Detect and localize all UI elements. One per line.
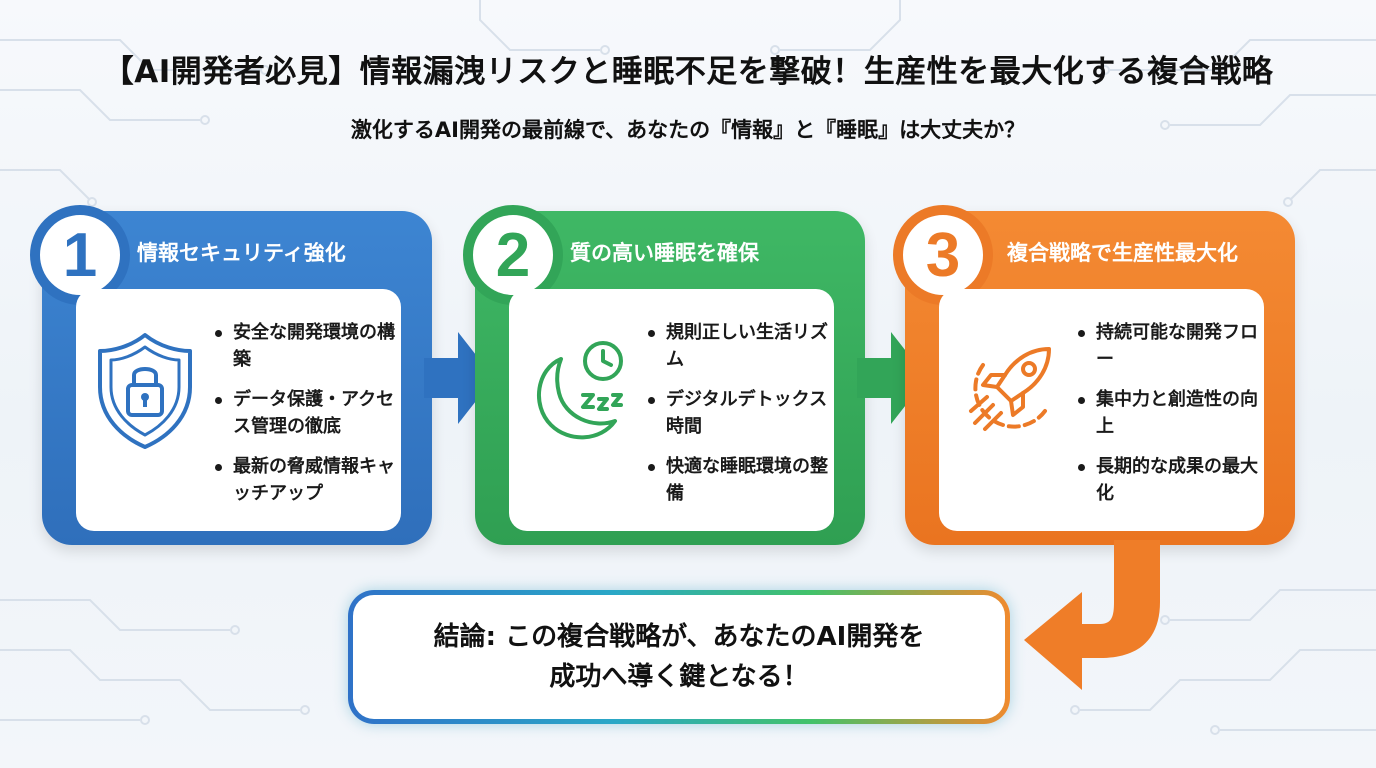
step-title: 質の高い睡眠を確保 xyxy=(570,241,759,265)
step-panel: 安全な開発環境の構築 データ保護・アクセス管理の徹底 最新の脅威情報キャッチアッ… xyxy=(76,289,401,531)
page-subtitle: 激化するAI開発の最前線で、あなたの『情報』と『睡眠』は大丈夫か？ xyxy=(350,118,1026,142)
conclusion-line-1: 結論: この複合戦略が、あなたのAI開発を xyxy=(433,622,925,652)
step-bullet-list: 規則正しい生活リズム デジタルデトックス時間 快適な睡眠環境の整備 xyxy=(644,319,834,520)
step-title: 複合戦略で生産性最大化 xyxy=(1007,241,1238,265)
rocket-gear-icon xyxy=(969,347,1051,431)
page-title: 【AI開発者必見】情報漏洩リスクと睡眠不足を撃破！生産性を最大化する複合戦略 xyxy=(102,54,1274,90)
list-item: 長期的な成果の最大化 xyxy=(1074,453,1264,507)
list-item: 快適な睡眠環境の整備 xyxy=(644,453,834,507)
list-item: デジタルデトックス時間 xyxy=(644,386,834,440)
list-item: 規則正しい生活リズム xyxy=(644,319,834,373)
moon-clock-zzz-icon xyxy=(536,341,623,440)
step-panel: 持続可能な開発フロー 集中力と創造性の向上 長期的な成果の最大化 xyxy=(939,289,1264,531)
list-item: 安全な開発環境の構築 xyxy=(211,319,401,373)
arrow-right-icon xyxy=(857,332,927,424)
list-item: 持続可能な開発フロー xyxy=(1074,319,1264,373)
step-number-badge: 2 xyxy=(463,205,563,305)
arrow-right-icon xyxy=(424,332,494,424)
step-bullet-list: 安全な開発環境の構築 データ保護・アクセス管理の徹底 最新の脅威情報キャッチアッ… xyxy=(211,319,401,520)
conclusion-box: 結論: この複合戦略が、あなたのAI開発を 成功へ導く鍵となる！ xyxy=(348,590,1010,724)
step-title: 情報セキュリティ強化 xyxy=(137,241,346,265)
step-card-productivity: 3 複合戦略で生産性最大化 持続可能な開発フロー 集中力と創造性の向上 長期的な… xyxy=(893,205,1295,545)
conclusion-line-2: 成功へ導く鍵となる！ xyxy=(549,662,809,692)
list-item: データ保護・アクセス管理の徹底 xyxy=(211,386,401,440)
list-item: 集中力と創造性の向上 xyxy=(1074,386,1264,440)
shield-lock-icon xyxy=(98,333,192,449)
curved-arrow-icon xyxy=(1024,540,1160,690)
step-bullet-list: 持続可能な開発フロー 集中力と創造性の向上 長期的な成果の最大化 xyxy=(1074,319,1264,520)
list-item: 最新の脅威情報キャッチアップ xyxy=(211,453,401,507)
step-card-sleep: 2 質の高い睡眠を確保 規則正しい生活リズム デジタルデトックス時間 快適な睡眠… xyxy=(463,205,865,545)
step-card-security: 1 情報セキュリティ強化 安全な開発環境の構築 データ保護・アクセス管理の徹底 … xyxy=(30,205,432,545)
step-panel: 規則正しい生活リズム デジタルデトックス時間 快適な睡眠環境の整備 xyxy=(509,289,834,531)
